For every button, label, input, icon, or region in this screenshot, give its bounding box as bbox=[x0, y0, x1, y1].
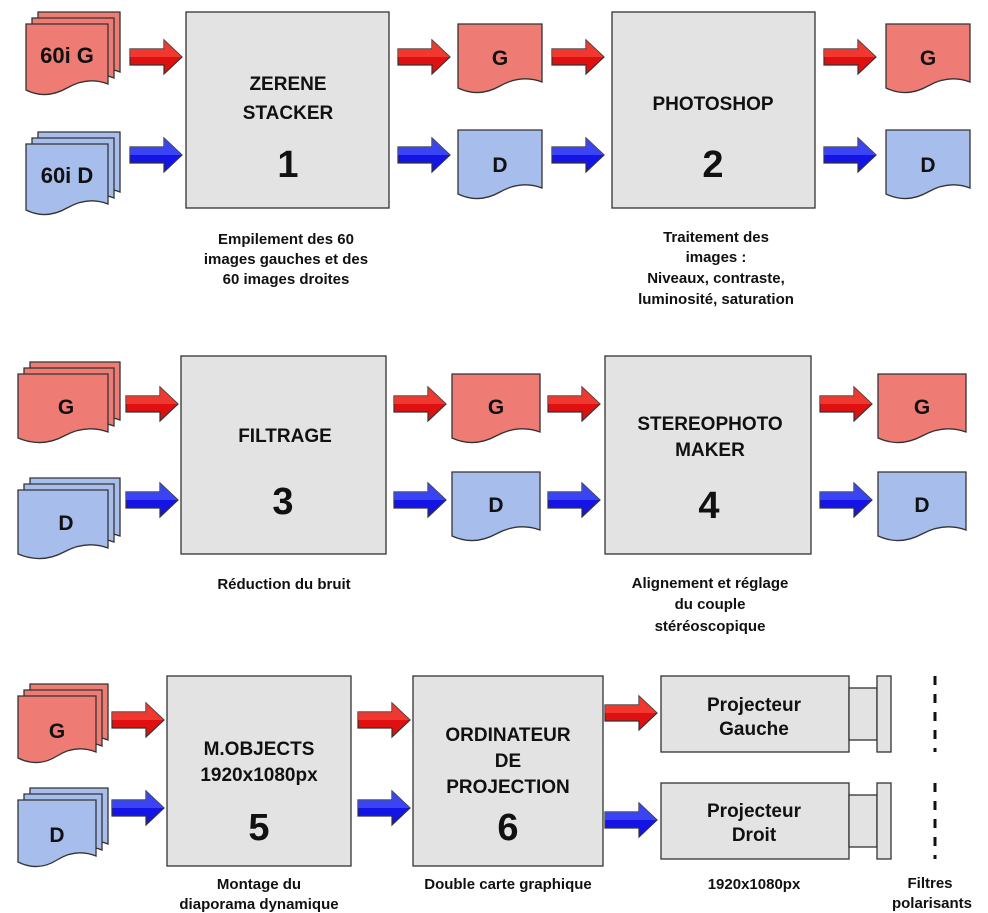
document-left-image bbox=[451, 373, 541, 444]
arrow-blue bbox=[604, 802, 658, 838]
step4-caption-line3: stéréoscopique bbox=[655, 618, 766, 635]
step6-caption-line1: Double carte graphique bbox=[424, 876, 592, 893]
input-stack-left-3 bbox=[17, 683, 109, 764]
document-right-image bbox=[885, 129, 971, 200]
arrow-blue bbox=[823, 137, 877, 173]
input-label-60i-d: 60i D bbox=[41, 163, 94, 188]
arrow-blue bbox=[819, 482, 873, 518]
input-stack-right-3 bbox=[17, 787, 109, 868]
projector-right bbox=[660, 782, 892, 860]
step-box-1 bbox=[185, 11, 390, 209]
projector-right-line2: Droit bbox=[732, 825, 777, 846]
step6-title-line2: DE bbox=[495, 751, 521, 772]
input-stack-left-2 bbox=[17, 361, 121, 444]
step3-caption-line1: Réduction du bruit bbox=[217, 576, 350, 593]
step1-caption-line3: 60 images droites bbox=[223, 271, 350, 288]
step5-number: 5 bbox=[248, 807, 269, 849]
step4-caption-line1: Alignement et réglage bbox=[632, 575, 789, 592]
document-right-image bbox=[451, 471, 541, 542]
step5-caption-line1: Montage du bbox=[217, 876, 301, 893]
step4-title-line1: STEREOPHOTO bbox=[637, 414, 782, 435]
doc-label-d: D bbox=[492, 154, 507, 177]
step-box-4 bbox=[604, 355, 812, 555]
step1-number: 1 bbox=[277, 144, 298, 186]
input-stack-left-1 bbox=[25, 11, 121, 96]
projector-caption: 1920x1080px bbox=[708, 876, 801, 893]
input-stack-right-2 bbox=[17, 477, 121, 560]
step1-title-line2: STACKER bbox=[243, 103, 334, 124]
input-label-d: D bbox=[49, 824, 64, 847]
step1-caption-line2: images gauches et des bbox=[204, 251, 368, 268]
step5-title-line2: 1920x1080px bbox=[200, 765, 318, 786]
doc-label-g: G bbox=[492, 47, 508, 70]
doc-label-d: D bbox=[488, 494, 503, 517]
step4-caption-line2: du couple bbox=[675, 596, 746, 613]
step2-caption-line2: images : bbox=[686, 249, 747, 266]
arrow-blue bbox=[125, 482, 179, 518]
arrow-red bbox=[111, 702, 165, 738]
step1-title-line1: ZERENE bbox=[249, 74, 326, 95]
arrow-red bbox=[125, 386, 179, 422]
step3-title-line1: FILTRAGE bbox=[238, 426, 332, 447]
projector-left-line1: Projecteur bbox=[707, 695, 802, 716]
input-label-g: G bbox=[49, 720, 65, 743]
step6-title-line3: PROJECTION bbox=[446, 777, 570, 798]
step2-title-line1: PHOTOSHOP bbox=[652, 94, 773, 115]
step2-caption-line4: luminosité, saturation bbox=[638, 291, 794, 308]
input-stack-right-1 bbox=[25, 131, 121, 216]
arrow-blue bbox=[397, 137, 451, 173]
arrow-red bbox=[547, 386, 601, 422]
input-label-d: D bbox=[58, 512, 73, 535]
arrow-red bbox=[551, 39, 605, 75]
doc-label-d: D bbox=[914, 494, 929, 517]
arrow-red bbox=[397, 39, 451, 75]
document-left-image bbox=[885, 23, 971, 94]
arrow-blue bbox=[129, 137, 183, 173]
input-label-g: G bbox=[58, 396, 74, 419]
step-box-3 bbox=[180, 355, 387, 555]
step4-title-line2: MAKER bbox=[675, 440, 745, 461]
document-left-image bbox=[877, 373, 967, 444]
filters-caption-line2: polarisants bbox=[892, 895, 972, 912]
arrow-blue bbox=[551, 137, 605, 173]
step6-title-line1: ORDINATEUR bbox=[445, 725, 571, 746]
projector-right-line1: Projecteur bbox=[707, 801, 802, 822]
document-right-image bbox=[877, 471, 967, 542]
step1-caption-line1: Empilement des 60 bbox=[218, 231, 354, 248]
step2-caption-line1: Traitement des bbox=[663, 229, 769, 246]
projector-left bbox=[660, 675, 892, 753]
step6-number: 6 bbox=[497, 807, 518, 849]
step-box-6 bbox=[412, 675, 604, 867]
doc-label-g: G bbox=[914, 396, 930, 419]
arrow-blue bbox=[111, 790, 165, 826]
filters-caption-line1: Filtres bbox=[907, 875, 952, 892]
input-label-60i-g: 60i G bbox=[40, 43, 94, 68]
arrow-red bbox=[129, 39, 183, 75]
arrow-blue bbox=[357, 790, 411, 826]
step2-caption-line3: Niveaux, contraste, bbox=[647, 270, 785, 287]
step-box-2 bbox=[611, 11, 816, 209]
document-left-image bbox=[457, 23, 543, 94]
arrow-red bbox=[604, 695, 658, 731]
arrow-red bbox=[819, 386, 873, 422]
arrow-red bbox=[823, 39, 877, 75]
arrow-blue bbox=[393, 482, 447, 518]
document-right-image bbox=[457, 129, 543, 200]
step-box-5 bbox=[166, 675, 352, 867]
projector-left-line2: Gauche bbox=[719, 719, 789, 740]
arrow-red bbox=[393, 386, 447, 422]
arrow-blue bbox=[547, 482, 601, 518]
step4-number: 4 bbox=[698, 485, 719, 527]
arrow-red bbox=[357, 702, 411, 738]
step5-caption-line2: diaporama dynamique bbox=[179, 896, 338, 913]
step5-title-line1: M.OBJECTS bbox=[204, 739, 315, 760]
step2-number: 2 bbox=[702, 144, 723, 186]
step3-number: 3 bbox=[272, 481, 293, 523]
doc-label-d: D bbox=[920, 154, 935, 177]
doc-label-g: G bbox=[920, 47, 936, 70]
doc-label-g: G bbox=[488, 396, 504, 419]
